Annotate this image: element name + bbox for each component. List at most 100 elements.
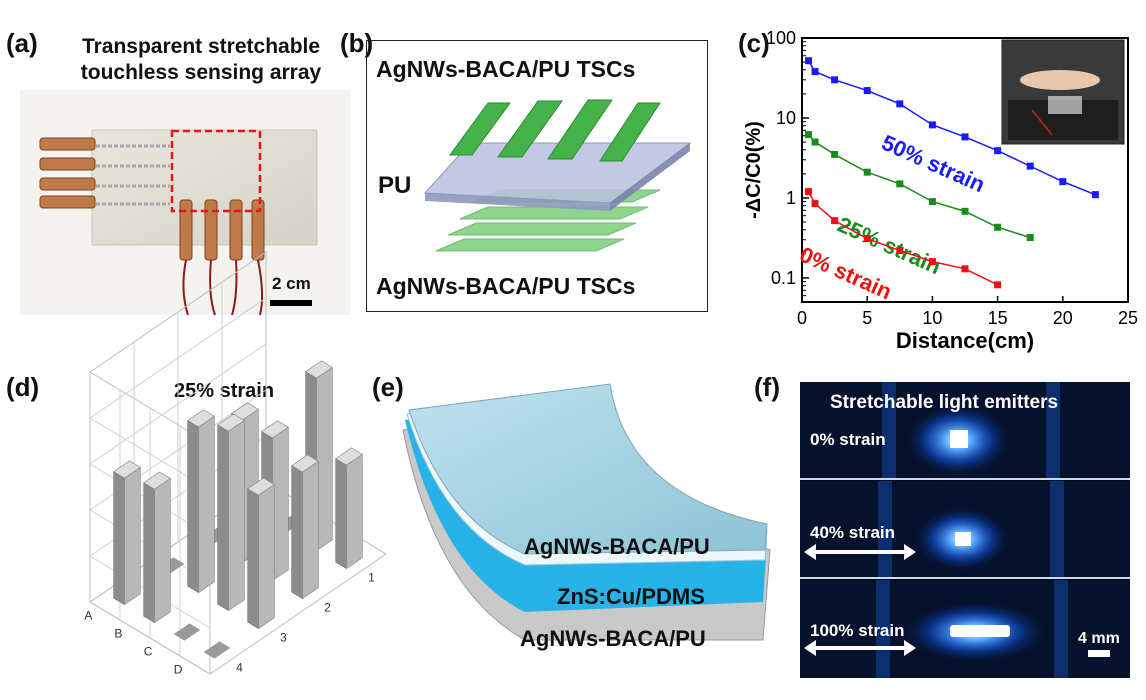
bar-side xyxy=(187,420,199,594)
row-label: C xyxy=(144,645,153,659)
y-tick-label: 10 xyxy=(776,108,796,128)
panel-a-title: Transparent stretchable touchless sensin… xyxy=(56,34,346,86)
series-point xyxy=(994,281,1002,289)
panel-d-title: 25% strain xyxy=(174,380,275,402)
panel-b-frame xyxy=(366,40,708,312)
inset-device xyxy=(1048,96,1082,114)
x-tick-label: 25 xyxy=(1118,308,1138,328)
series-point xyxy=(811,68,819,76)
emitter-scale-label: 4 mm xyxy=(1078,630,1120,647)
series-point xyxy=(863,168,871,176)
bar-side xyxy=(291,465,303,600)
series-point xyxy=(896,247,904,255)
strain-arrow-40 xyxy=(804,544,916,560)
series-point xyxy=(805,57,813,65)
bar-top xyxy=(143,471,171,490)
bar-top xyxy=(187,409,215,428)
panel-b-pu-label: PU xyxy=(378,172,412,199)
bar-top xyxy=(247,477,275,496)
strain-arrow-100 xyxy=(804,640,916,656)
y-tick-label: 1 xyxy=(786,188,796,208)
y-tick-label: 0.1 xyxy=(771,268,796,288)
series-point xyxy=(961,265,969,273)
bar3d-chart: A B C D 4 3 2 1 xyxy=(84,251,387,677)
x-tick-label: 15 xyxy=(988,308,1008,328)
panel-label-d: (d) xyxy=(6,372,40,402)
row-label: B xyxy=(114,627,122,641)
emitter-row1-label: 0% strain xyxy=(810,430,886,449)
series-point xyxy=(831,150,839,158)
bar-top xyxy=(335,447,363,466)
x-axis-label: Distance(cm) xyxy=(896,328,1034,353)
plot-frame xyxy=(801,37,1129,303)
bar xyxy=(258,483,275,630)
bar-top xyxy=(291,454,319,473)
series-point xyxy=(863,235,871,243)
col-label: 1 xyxy=(368,571,375,585)
bar xyxy=(272,426,289,582)
bar xyxy=(228,419,245,612)
panel-label-a: (a) xyxy=(6,28,38,58)
grid-line xyxy=(89,297,267,491)
bar xyxy=(154,477,171,624)
series-point xyxy=(805,131,813,139)
bar-side xyxy=(143,482,155,624)
bar xyxy=(198,415,215,594)
bar xyxy=(302,460,319,600)
series-point xyxy=(1059,178,1067,186)
series-point xyxy=(1026,234,1034,242)
col-label: 3 xyxy=(280,631,287,645)
series-point xyxy=(831,217,839,225)
series-point xyxy=(928,258,936,266)
series-point xyxy=(928,121,936,129)
bar-base xyxy=(203,641,231,659)
series-point xyxy=(863,87,871,95)
panel-a-title-line2: touchless sensing array xyxy=(80,61,322,84)
panel-f-title: Stretchable light emitters xyxy=(830,392,1059,413)
series-point xyxy=(896,180,904,188)
row-label: D xyxy=(174,663,183,677)
series-point xyxy=(961,133,969,141)
series-point xyxy=(811,200,819,208)
emitter-row-0 xyxy=(800,382,1130,478)
emitter-row-1 xyxy=(800,481,1130,577)
bar-top xyxy=(217,413,245,432)
layer-mid-label: ZnS:Cu/PDMS xyxy=(557,584,705,609)
panel-b-bottom-text: AgNWs-BACA/PU TSCs xyxy=(376,273,636,299)
emitter-row3-label: 100% strain xyxy=(810,621,905,640)
bar xyxy=(316,366,333,552)
bar-side xyxy=(217,424,229,612)
series-point xyxy=(994,223,1002,231)
panel-label-e: (e) xyxy=(372,372,404,402)
bar-side xyxy=(335,458,347,570)
tsc-layer-diagram xyxy=(423,99,692,252)
series-point xyxy=(831,76,839,84)
series-point xyxy=(811,138,819,146)
bar-top xyxy=(305,360,333,379)
x-tick-label: 10 xyxy=(922,308,942,328)
panel-b-top-text: AgNWs-BACA/PU TSCs xyxy=(376,56,636,82)
x-tick-label: 5 xyxy=(862,308,872,328)
series-point xyxy=(896,100,904,108)
bar-top xyxy=(113,460,141,479)
panel-a-title-line1: Transparent stretchable xyxy=(81,35,321,58)
series-point xyxy=(1091,191,1099,199)
inset-hand xyxy=(1020,70,1100,90)
panel-a-scale-label: 2 cm xyxy=(272,274,311,293)
bar xyxy=(346,453,363,570)
bar-side xyxy=(113,471,125,606)
y-axis-label: -ΔC/C0(%) xyxy=(743,121,765,219)
col-label: 2 xyxy=(324,601,331,615)
col-label: 4 xyxy=(236,661,243,675)
inset-wire xyxy=(1031,109,1053,136)
emitter-scale-bar xyxy=(1088,650,1110,657)
row-label: A xyxy=(84,609,92,623)
layer-bottom-label: AgNWs-BACA/PU xyxy=(520,626,706,651)
layer-top-label: AgNWs-BACA/PU xyxy=(524,534,710,559)
x-tick-label: 0 xyxy=(797,308,807,328)
bar-side xyxy=(247,488,259,630)
panel-label-b: (b) xyxy=(340,28,374,58)
series-point xyxy=(961,207,969,215)
y-tick-label: 100 xyxy=(766,28,796,48)
